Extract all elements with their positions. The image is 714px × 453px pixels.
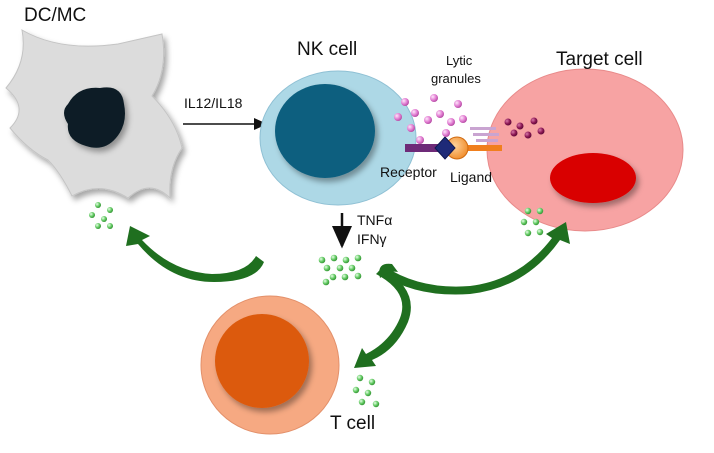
cytokine-particle [358,398,366,406]
lytic-granule [424,116,432,124]
cytokine-particle [336,264,344,272]
lytic-granule [516,122,524,130]
cytokine-particle [107,223,113,229]
ifn-gamma-label: IFNγ [357,231,387,247]
nk-cell [259,70,417,206]
receptor-stalk [405,144,441,152]
lytic-granule [430,94,438,102]
cytokine-particle [101,216,107,222]
cytokine-particle [318,256,326,264]
cytokine-particle [532,218,540,226]
green-arrow-to-target [378,222,570,295]
cytokine-cluster-t-cell [352,374,380,408]
cytokine-cluster-target [520,207,544,237]
lytic-granule [436,110,444,118]
t-cell [200,295,340,435]
cytokine-particle [342,256,350,264]
cytokine-particle [536,207,544,215]
green-arrow-to-dc [126,226,264,282]
lytic-granules-nk [394,94,467,144]
green-arrow-hook [379,263,398,278]
cytokine-particle [352,386,360,394]
nk-cell-nucleus [275,84,375,178]
t-cell-label: T cell [330,413,376,434]
granule-channel [470,127,499,142]
ligand-label: Ligand [450,169,493,185]
lytic-granule [454,100,462,108]
cytokine-cluster-dc [89,202,113,229]
cytokine-particle [524,207,532,215]
green-arrow-to-t-cell [354,268,411,368]
lytic-granule [459,115,467,123]
lytic-granule [504,118,512,126]
cytokine-particle [520,218,528,226]
dc-mc-cell [5,29,183,200]
lytic-granule [416,136,424,144]
cytokine-particle [95,223,101,229]
dc-mc-nucleus [64,87,125,148]
cytokine-particle [107,207,113,213]
cytokine-particle [354,272,362,280]
dc-mc-label: DC/MC [24,5,87,26]
cytokine-particle [322,278,330,286]
receptor-head [434,136,456,160]
tnf-alpha-label: TNFα [357,212,393,228]
green-arrows [126,222,570,368]
lytic-granule [530,117,538,125]
target-cell-body [486,68,684,232]
cytokine-cluster-center [318,254,362,286]
cytokine-particle [330,254,338,262]
cytokine-particle [524,229,532,237]
lytic-granule [524,131,532,139]
il12-il18-label: IL12/IL18 [184,95,243,111]
lytic-granule [407,124,415,132]
ligand-stalk [456,145,502,151]
lytic-granules-label-line1: Lytic [446,53,473,68]
cytokine-particle [348,264,356,272]
cytokine-particle [536,228,544,236]
target-cell [486,68,684,232]
cytokine-particle [364,389,372,397]
lytic-granules-target [504,117,545,139]
lytic-granules-label-line2: granules [431,71,481,86]
lytic-granule [537,127,545,135]
lytic-granule [510,129,518,137]
cytokine-particle [356,374,364,382]
lytic-granule [447,118,455,126]
lytic-granule [394,113,402,121]
receptor-label: Receptor [380,164,437,180]
cytokine-particle [323,264,331,272]
nk-cell-label: NK cell [297,39,358,60]
lytic-granule [442,129,450,137]
t-cell-nucleus [215,314,309,408]
cytokine-particle [341,273,349,281]
cytokine-particle [329,273,337,281]
cytokine-particle [89,212,95,218]
lytic-granule [411,109,419,117]
cytokine-particle [354,254,362,262]
lytic-granule [401,98,409,106]
receptor-ligand-synapse [405,127,502,160]
target-cell-nucleus [550,153,636,203]
cytokine-particle [368,378,376,386]
cytokine-particle [95,202,101,208]
cytokine-particle [372,400,380,408]
target-cell-label: Target cell [556,49,643,70]
